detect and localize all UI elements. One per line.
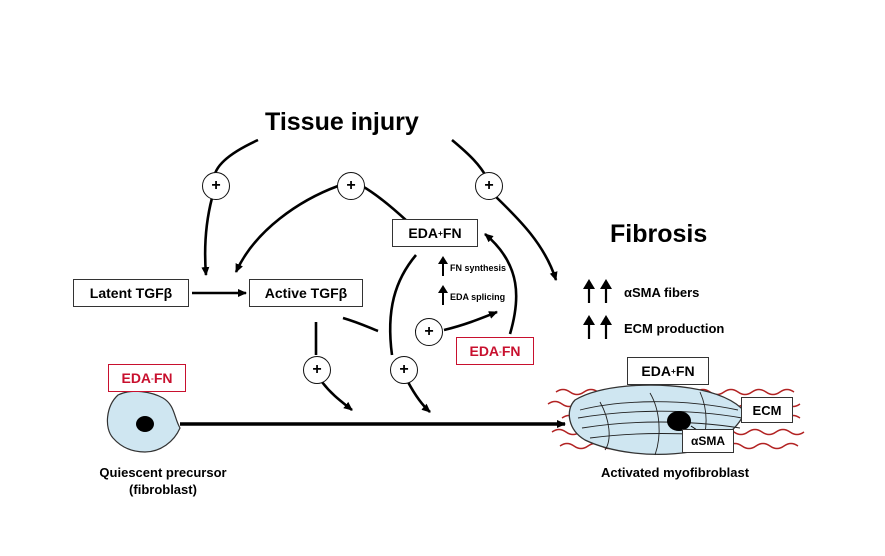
asma-fibers-label: αSMA fibers — [624, 285, 700, 300]
arrow-plus-to-latent — [201, 197, 214, 276]
arrow-edafn-to-top-plus — [361, 184, 409, 223]
arrow-edafn-minus-to-plus — [484, 233, 518, 335]
arrow-lower-left-plus-down — [320, 381, 353, 412]
eda-plus-fn-rest: FN — [442, 225, 462, 241]
arrow-active-to-mid-plus — [342, 316, 379, 333]
eda-minus-fn-rest: FN — [501, 343, 521, 359]
eda-plus-fn-rest: FN — [675, 363, 695, 379]
quiescent-caption: Quiescent precursor (fibroblast) — [78, 465, 248, 499]
eda-plus-fn-base: EDA — [408, 225, 438, 241]
plus-circle-icon: + — [415, 318, 443, 346]
nucleus-icon — [136, 416, 154, 432]
plus-circle-icon: + — [390, 356, 418, 384]
up-arrow-icon — [583, 279, 612, 339]
asma-box: αSMA — [682, 429, 734, 453]
up-arrow-icon — [438, 256, 448, 305]
latent-tgfb-box: Latent TGFβ — [73, 279, 189, 307]
arrow-mid-plus-to-splicing — [443, 310, 498, 332]
eda-minus-fn-base: EDA — [121, 370, 152, 386]
quiescent-caption-line1: Quiescent precursor — [99, 465, 227, 480]
fn-synthesis-label: FN synthesis — [450, 263, 507, 273]
activated-caption: Activated myofibroblast — [600, 465, 750, 480]
eda-plus-fn-box: EDA+FN — [392, 219, 478, 247]
eda-minus-fn-mid-box: EDA-FN — [456, 337, 534, 365]
eda-splicing-label: EDA splicing — [450, 292, 506, 302]
plus-circle-icon: + — [337, 172, 365, 200]
arrow-injury-to-right-plus — [451, 139, 489, 179]
eda-minus-fn-base: EDA — [469, 343, 500, 359]
eda-minus-fn-rest: FN — [153, 370, 173, 386]
eda-plus-fn-cell-box: EDA+FN — [627, 357, 709, 385]
eda-plus-fn-base: EDA — [641, 363, 671, 379]
arrow-lower-right-plus-down — [406, 381, 431, 413]
quiescent-caption-line2: (fibroblast) — [129, 481, 197, 497]
arrow-right-plus-to-fibrosis — [493, 194, 558, 281]
ecm-label: ECM — [752, 402, 782, 418]
tissue-injury-title: Tissue injury — [265, 108, 419, 136]
ecm-box: ECM — [741, 397, 793, 423]
plus-circle-icon: + — [303, 356, 331, 384]
eda-minus-fn-left-box: EDA-FN — [108, 364, 186, 392]
ecm-production-label: ECM production — [624, 321, 725, 336]
latent-tgfb-label: Latent TGFβ — [89, 285, 173, 301]
plus-circle-icon: + — [475, 172, 503, 200]
plus-circle-icon: + — [202, 172, 230, 200]
asma-label: αSMA — [690, 434, 726, 448]
fibrosis-title: Fibrosis — [610, 220, 708, 248]
active-tgfb-box: Active TGFβ — [249, 279, 363, 307]
arrow-top-plus-to-active — [234, 184, 339, 273]
nucleus-icon — [667, 411, 691, 431]
active-tgfb-label: Active TGFβ — [264, 285, 348, 301]
arrow-edafn-down — [388, 254, 417, 356]
